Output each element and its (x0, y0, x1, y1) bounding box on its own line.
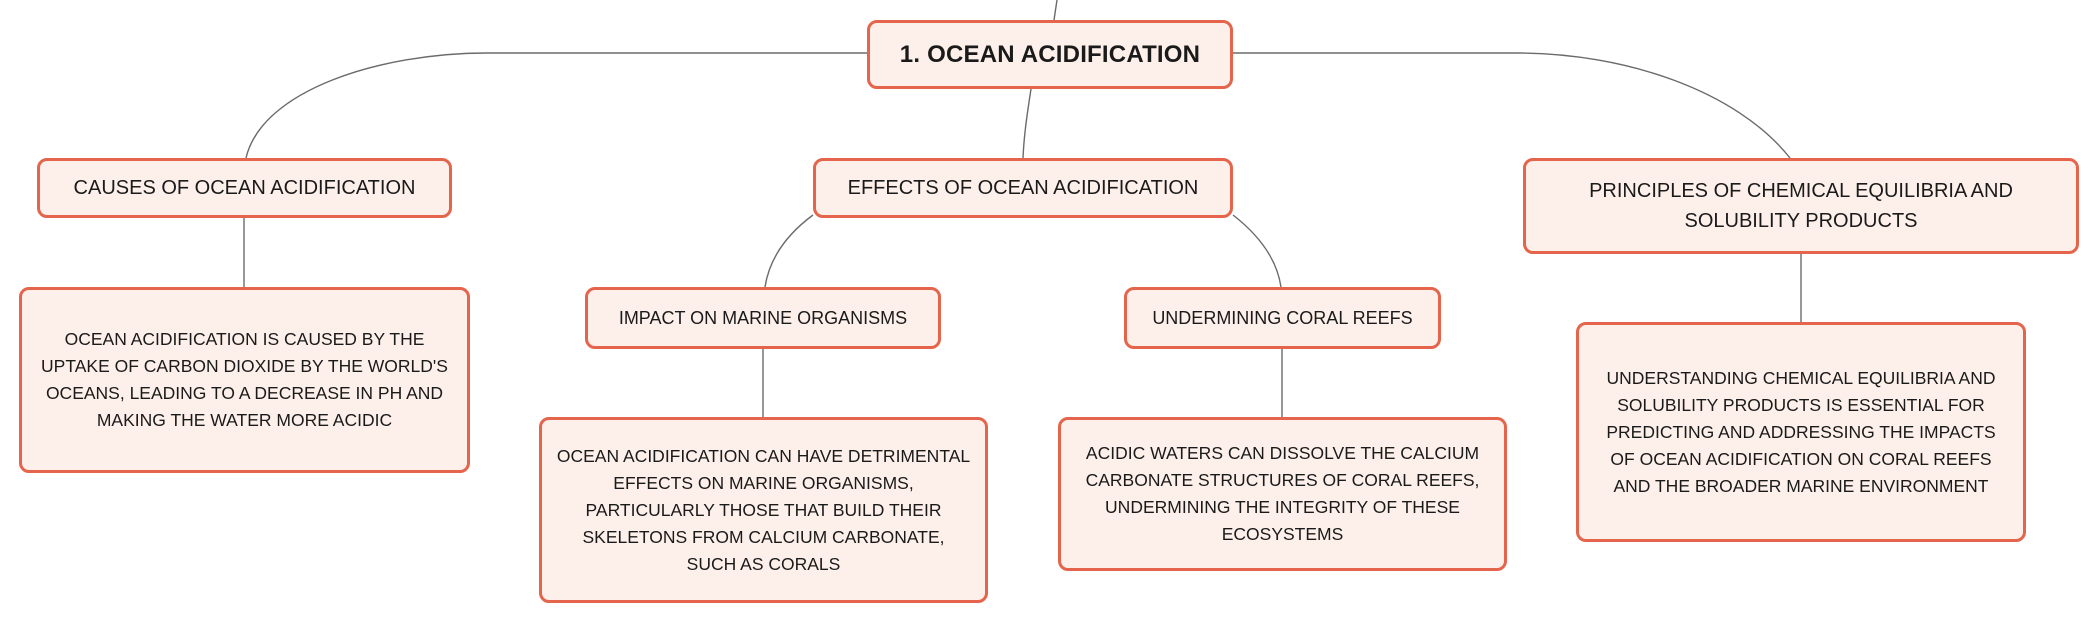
connector-root-parent (1053, 0, 1058, 21)
effects-node[interactable]: EFFECTS OF OCEAN ACIDIFICATION (813, 158, 1233, 218)
marine-organisms-description-node[interactable]: OCEAN ACIDIFICATION CAN HAVE DETRIMENTAL… (539, 417, 988, 603)
principles-description-node[interactable]: UNDERSTANDING CHEMICAL EQUILIBRIA AND SO… (1576, 322, 2026, 542)
connector-root-effects (1022, 88, 1032, 159)
causes-description-text: OCEAN ACIDIFICATION IS CAUSED BY THE UPT… (41, 329, 448, 430)
marine-organisms-node[interactable]: IMPACT ON MARINE ORGANISMS (585, 287, 941, 349)
principles-node[interactable]: PRINCIPLES OF CHEMICAL EQUILIBRIA AND SO… (1523, 158, 2079, 254)
root-node-label: 1. OCEAN ACIDIFICATION (899, 40, 1201, 68)
effects-node-label: EFFECTS OF OCEAN ACIDIFICATION (847, 177, 1199, 199)
causes-description-node[interactable]: OCEAN ACIDIFICATION IS CAUSED BY THE UPT… (19, 287, 470, 473)
principles-description-text: UNDERSTANDING CHEMICAL EQUILIBRIA AND SO… (1606, 367, 1996, 496)
connector-root-causes (245, 52, 867, 159)
connector-effects-coral (1232, 214, 1282, 288)
coral-reefs-description-text: ACIDIC WATERS CAN DISSOLVE THE CALCIUM C… (1085, 443, 1480, 544)
coral-reefs-node[interactable]: UNDERMINING CORAL REEFS (1124, 287, 1441, 349)
marine-organisms-node-label: IMPACT ON MARINE ORGANISMS (618, 307, 908, 328)
coral-reefs-description-node[interactable]: ACIDIC WATERS CAN DISSOLVE THE CALCIUM C… (1058, 417, 1507, 571)
root-node[interactable]: 1. OCEAN ACIDIFICATION (867, 20, 1233, 89)
connector-effects-marine (764, 214, 814, 288)
connector-root-principles (1233, 52, 1791, 159)
coral-reefs-node-label: UNDERMINING CORAL REEFS (1152, 307, 1413, 328)
causes-node[interactable]: CAUSES OF OCEAN ACIDIFICATION (37, 158, 452, 218)
causes-node-label: CAUSES OF OCEAN ACIDIFICATION (73, 177, 416, 199)
marine-organisms-description-text: OCEAN ACIDIFICATION CAN HAVE DETRIMENTAL… (556, 445, 971, 574)
principles-node-label: PRINCIPLES OF CHEMICAL EQUILIBRIA AND SO… (1589, 180, 2013, 232)
